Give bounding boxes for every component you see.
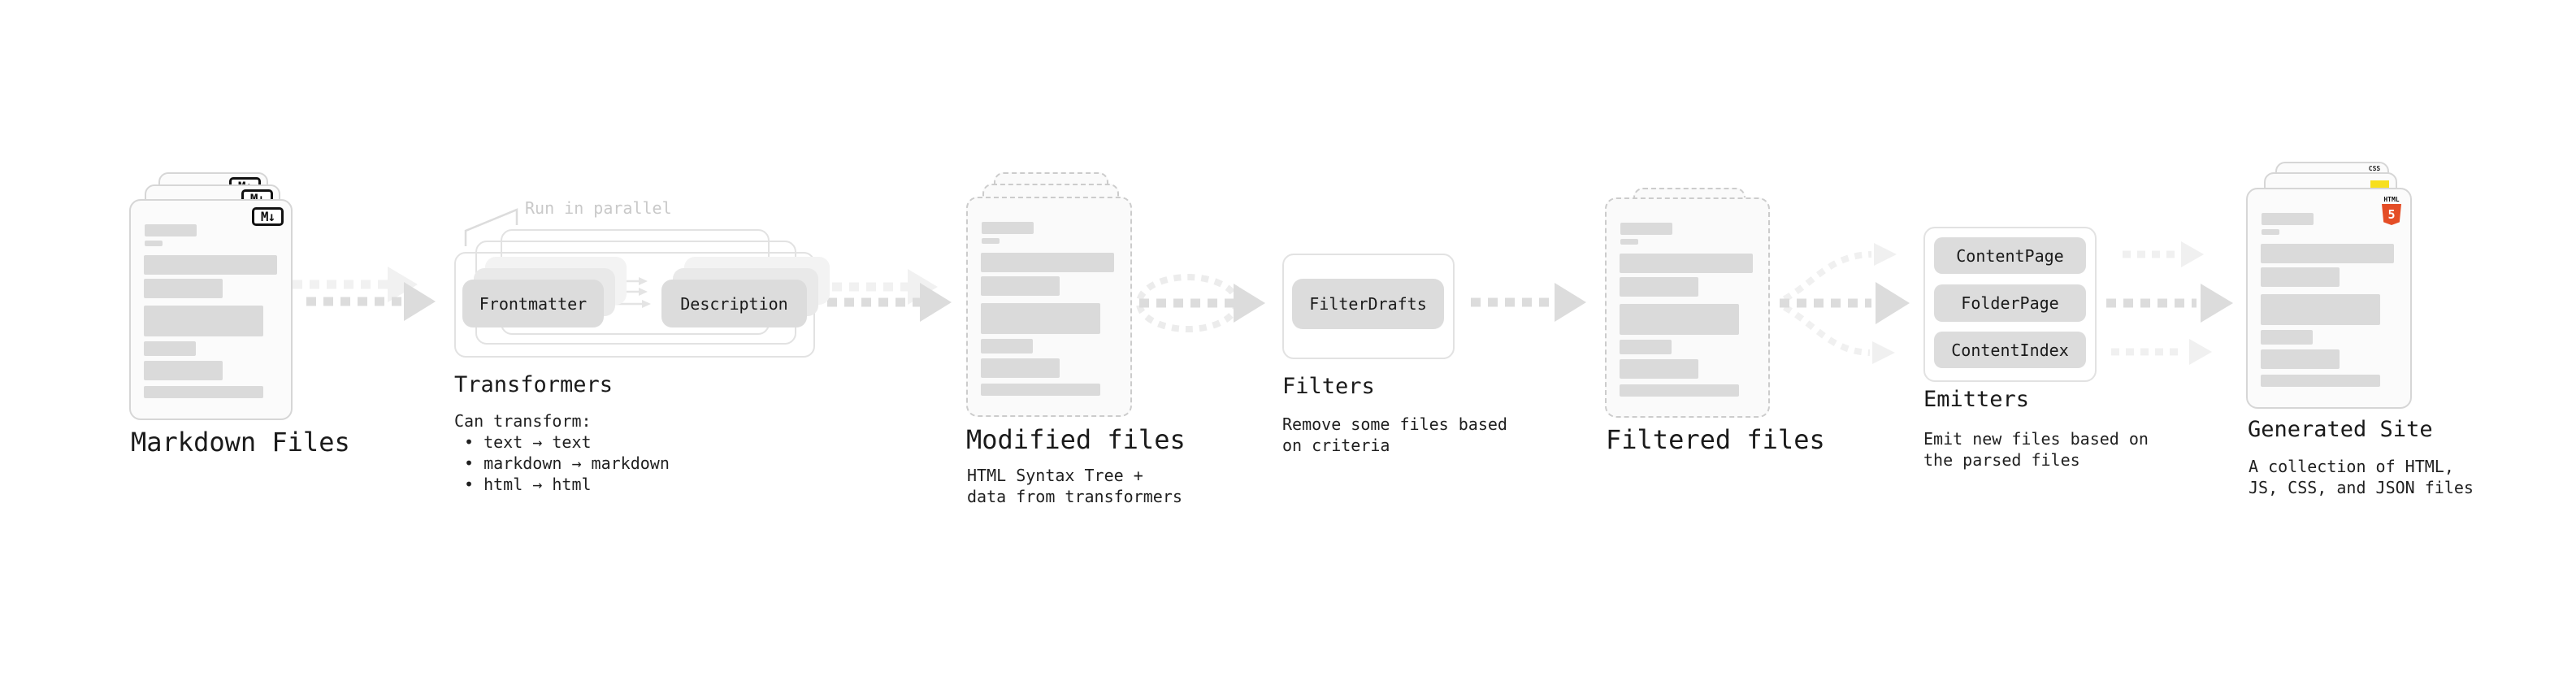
html5-icon-label: HTML	[2383, 196, 2400, 203]
markdown-files-label: Markdown Files	[131, 427, 350, 458]
arrow-markdown-to-transformers	[293, 267, 436, 321]
emitters-description: Emit new files based on the parsed files	[1923, 428, 2149, 471]
markdown-icon: M↓	[252, 207, 284, 226]
frontmatter-transformer-pill: Frontmatter	[462, 280, 604, 327]
generated-site-desc-line: A collection of HTML,	[2249, 457, 2454, 476]
transformers-description: Can transform: • text → text • markdown …	[454, 410, 670, 495]
arrow-transformers-to-modified	[815, 269, 952, 322]
transformers-bullet: • html → html	[464, 475, 592, 494]
generated-site-description: A collection of HTML, JS, CSS, and JSON …	[2249, 456, 2474, 498]
skeleton-text-lines	[1607, 199, 1768, 397]
filterdrafts-pill: FilterDrafts	[1292, 279, 1444, 329]
filters-desc-line: Remove some files based	[1282, 414, 1507, 434]
filtered-files-stack	[1605, 188, 1804, 423]
css-icon-label: CSS	[2368, 165, 2381, 172]
skeleton-text-lines	[131, 201, 291, 398]
generated-site-desc-line: JS, CSS, and JSON files	[2249, 478, 2474, 497]
filtered-files-label: Filtered files	[1606, 424, 1825, 455]
run-in-parallel-leader-line	[464, 208, 518, 246]
html-file-card-front: HTML 5	[2246, 188, 2412, 409]
modified-files-desc-line: HTML Syntax Tree +	[967, 466, 1143, 485]
contentindex-emitter-pill: ContentIndex	[1934, 332, 2086, 368]
description-transformer-pill: Description	[661, 280, 807, 327]
arrow-filters-to-filtered	[1471, 283, 1586, 322]
html5-icon: HTML 5	[2381, 196, 2402, 225]
modified-files-label: Modified files	[966, 424, 1186, 455]
markdown-file-card-front: M↓	[129, 199, 293, 420]
filters-desc-line: on criteria	[1282, 436, 1390, 455]
run-in-parallel-annotation: Run in parallel	[525, 198, 672, 218]
filtered-file-card-front	[1605, 197, 1770, 418]
modified-file-card-front	[966, 197, 1132, 417]
arrow-filtered-to-emitters	[1780, 243, 1910, 364]
modified-files-stack	[966, 172, 1165, 424]
html5-icon-shield: 5	[2382, 204, 2401, 225]
skeleton-text-lines	[2248, 189, 2410, 387]
skeleton-text-lines	[968, 198, 1130, 396]
folderpage-emitter-pill: FolderPage	[1934, 284, 2086, 322]
modified-files-description: HTML Syntax Tree + data from transformer…	[967, 465, 1182, 507]
transformers-bullet: • markdown → markdown	[464, 453, 670, 473]
generated-site-stack: CSS HTML 5	[2246, 162, 2445, 414]
markdown-files-stack: M↓ M↓ M↓	[129, 172, 328, 424]
transformers-bullet: • text → text	[464, 432, 592, 452]
transformers-desc-title: Can transform:	[454, 411, 592, 431]
transformers-label: Transformers	[454, 372, 614, 397]
filters-label: Filters	[1282, 374, 1375, 399]
arrow-modified-to-filters	[1136, 274, 1265, 332]
generated-site-label: Generated Site	[2248, 417, 2433, 442]
filters-description: Remove some files based on criteria	[1282, 414, 1507, 456]
arrow-emitters-to-generated	[2106, 241, 2233, 365]
emitters-label: Emitters	[1923, 387, 2030, 412]
contentpage-emitter-pill: ContentPage	[1934, 237, 2086, 274]
emitters-desc-line: the parsed files	[1923, 450, 2080, 470]
emitters-desc-line: Emit new files based on	[1923, 429, 2149, 449]
modified-files-desc-line: data from transformers	[967, 487, 1182, 506]
